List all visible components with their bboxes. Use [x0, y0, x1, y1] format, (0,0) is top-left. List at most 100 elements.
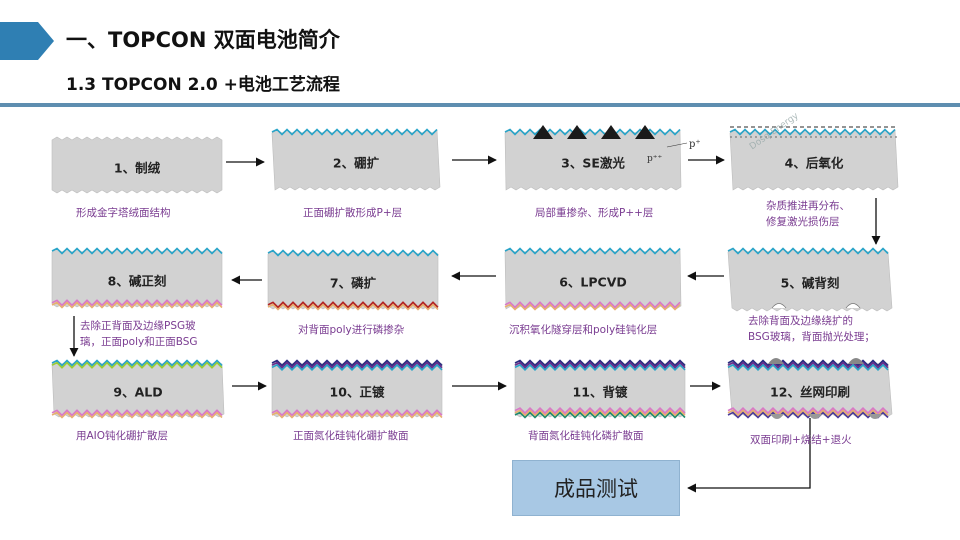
wafer-step-6: [504, 247, 682, 311]
pyramid-mark: [533, 125, 553, 139]
front-layer: [271, 128, 438, 136]
rear-layer: [267, 303, 439, 311]
rear-contact: [868, 414, 882, 419]
front-layer: [51, 247, 223, 255]
front-layer: [729, 128, 896, 136]
page-title: 一、TOPCON 双面电池简介: [66, 28, 340, 52]
rear-layer: [51, 411, 223, 419]
caption-line: 正面硼扩散形成P+层: [303, 207, 403, 219]
front-layer: [267, 249, 439, 257]
rear-layer: [271, 411, 443, 419]
step-label-5: 5、碱背刻: [780, 275, 840, 291]
step-caption-1: 形成金字塔绒面结构: [76, 205, 171, 221]
wafer-step-4: [729, 128, 899, 191]
pyramid-mark: [635, 125, 655, 139]
front-layer: [51, 359, 223, 367]
step-caption-4: 杂质推进再分布、修复激光损伤层: [766, 198, 850, 230]
rear-layer: [51, 409, 223, 417]
caption-line: 去除正背面及边缘PSG玻: [80, 320, 196, 332]
step-label-6: 6、LPCVD: [559, 274, 627, 290]
front-layer: [271, 359, 443, 367]
step-caption-3: 局部重掺杂、形成P++层: [535, 205, 653, 221]
step-label-1: 1、制绒: [113, 160, 161, 176]
step-caption-2: 正面硼扩散形成P+层: [303, 205, 402, 221]
p-plus-plus-label: p⁺⁺: [647, 154, 663, 164]
wafer-step-12: [727, 359, 893, 419]
rear-layer: [271, 409, 443, 417]
pyramid-mark: [567, 125, 587, 139]
title-divider: [0, 103, 960, 107]
front-layer: [271, 361, 443, 369]
wafer-step-2: [271, 128, 441, 191]
front-layer: [271, 363, 443, 372]
rear-layer: [514, 411, 686, 419]
front-layer: [504, 247, 681, 255]
step-caption-5: 去除背面及边缘绕扩的 BSG玻璃，背面抛光处理；: [748, 313, 875, 345]
front-contact: [848, 358, 864, 364]
step-label-8: 8、碱正刻: [107, 273, 167, 289]
caption-line: 去除背面及边缘绕扩的: [748, 315, 853, 327]
step-caption-11: 背面氮化硅钝化磷扩散面: [528, 428, 644, 444]
step-caption-9: 用AIO钝化硼扩散层: [76, 428, 168, 444]
rear-layer: [51, 301, 223, 309]
p-plus-leader: [666, 142, 688, 148]
step-label-3: 3、SE激光: [561, 155, 625, 171]
caption-line: 用AIO钝化硼扩散层: [76, 430, 169, 442]
wafer-step-7: [267, 249, 439, 311]
step-caption-6: 沉积氧化隧穿层和poly硅钝化层: [509, 322, 657, 338]
step-caption-7: 对背面poly进行磷掺杂: [298, 322, 404, 338]
rear-layer: [51, 299, 223, 307]
step-label-11: 11、背镀: [572, 384, 628, 400]
caption-line: 双面印刷+烧结+退火: [750, 434, 852, 446]
wafer-step-3: [504, 128, 682, 191]
rear-layer: [267, 301, 439, 309]
rear-layer: [514, 409, 686, 417]
caption-line: 璃，正面poly和正面BSG: [80, 336, 198, 348]
rear-layer: [514, 406, 686, 415]
rear-layer: [504, 303, 681, 311]
wafer-step-10: [271, 359, 443, 419]
step-caption-12: 双面印刷+烧结+退火: [750, 432, 852, 448]
rear-contact: [770, 414, 784, 419]
front-layer: [514, 361, 686, 369]
step-caption-8: 去除正背面及边缘PSG玻璃，正面poly和正面BSG: [80, 318, 198, 350]
caption-line: 对背面poly进行磷掺杂: [298, 324, 405, 336]
caption-line: 修复激光损伤层: [766, 216, 840, 228]
bsg-bump: [845, 303, 861, 309]
caption-line: BSG玻璃，背面抛光处理；: [748, 331, 875, 343]
front-layer: [504, 128, 681, 136]
rear-contact: [808, 414, 822, 419]
step-label-4: 4、后氧化: [784, 155, 844, 171]
wafer-step-9: [51, 359, 225, 419]
front-layer: [514, 363, 686, 372]
caption-line: 杂质推进再分布、: [766, 200, 850, 212]
caption-line: 沉积氧化隧穿层和poly硅钝化层: [509, 324, 658, 336]
front-layer: [727, 361, 889, 369]
p-plus-label: p⁺: [689, 139, 701, 150]
pyramid-mark: [601, 125, 621, 139]
step-label-10: 10、正镀: [329, 384, 385, 400]
page-subtitle: 1.3 TOPCON 2.0 +电池工艺流程: [66, 75, 340, 95]
wafer-step-1: [51, 136, 223, 194]
wafer-body: [51, 136, 223, 194]
title-arrow-icon: [0, 22, 54, 60]
rear-layer: [727, 411, 889, 419]
step-label-9: 9、ALD: [113, 384, 163, 400]
step-label-2: 2、硼扩: [332, 155, 380, 171]
rear-layer: [727, 409, 889, 417]
bsg-bumps: [771, 303, 861, 309]
caption-line: 背面氮化硅钝化磷扩散面: [528, 430, 644, 442]
bsg-bump: [771, 303, 787, 309]
caption-line: 形成金字塔绒面结构: [76, 207, 171, 219]
front-layer: [514, 359, 686, 367]
front-layer: [727, 363, 889, 372]
step-label-12: 12、丝网印刷: [770, 384, 850, 400]
step-label-7: 7、磷扩: [329, 275, 377, 291]
wafer-body: [504, 129, 682, 191]
laser-doped-pyramids: p⁺ p⁺⁺: [533, 125, 701, 164]
rear-layer: [727, 406, 889, 415]
final-test-box: 成品测试: [512, 460, 680, 516]
final-test-label: 成品测试: [554, 477, 638, 501]
front-layer: [51, 361, 223, 369]
